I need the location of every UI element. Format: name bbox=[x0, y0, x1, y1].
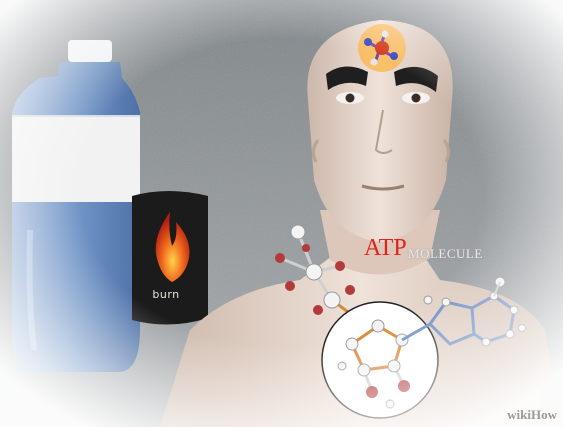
atp-label: ATP bbox=[364, 236, 407, 260]
molecule-label: MOLECULE bbox=[408, 247, 483, 260]
wikihow-watermark: wikiHow bbox=[507, 407, 557, 423]
can-brand-label: burn bbox=[146, 288, 186, 301]
